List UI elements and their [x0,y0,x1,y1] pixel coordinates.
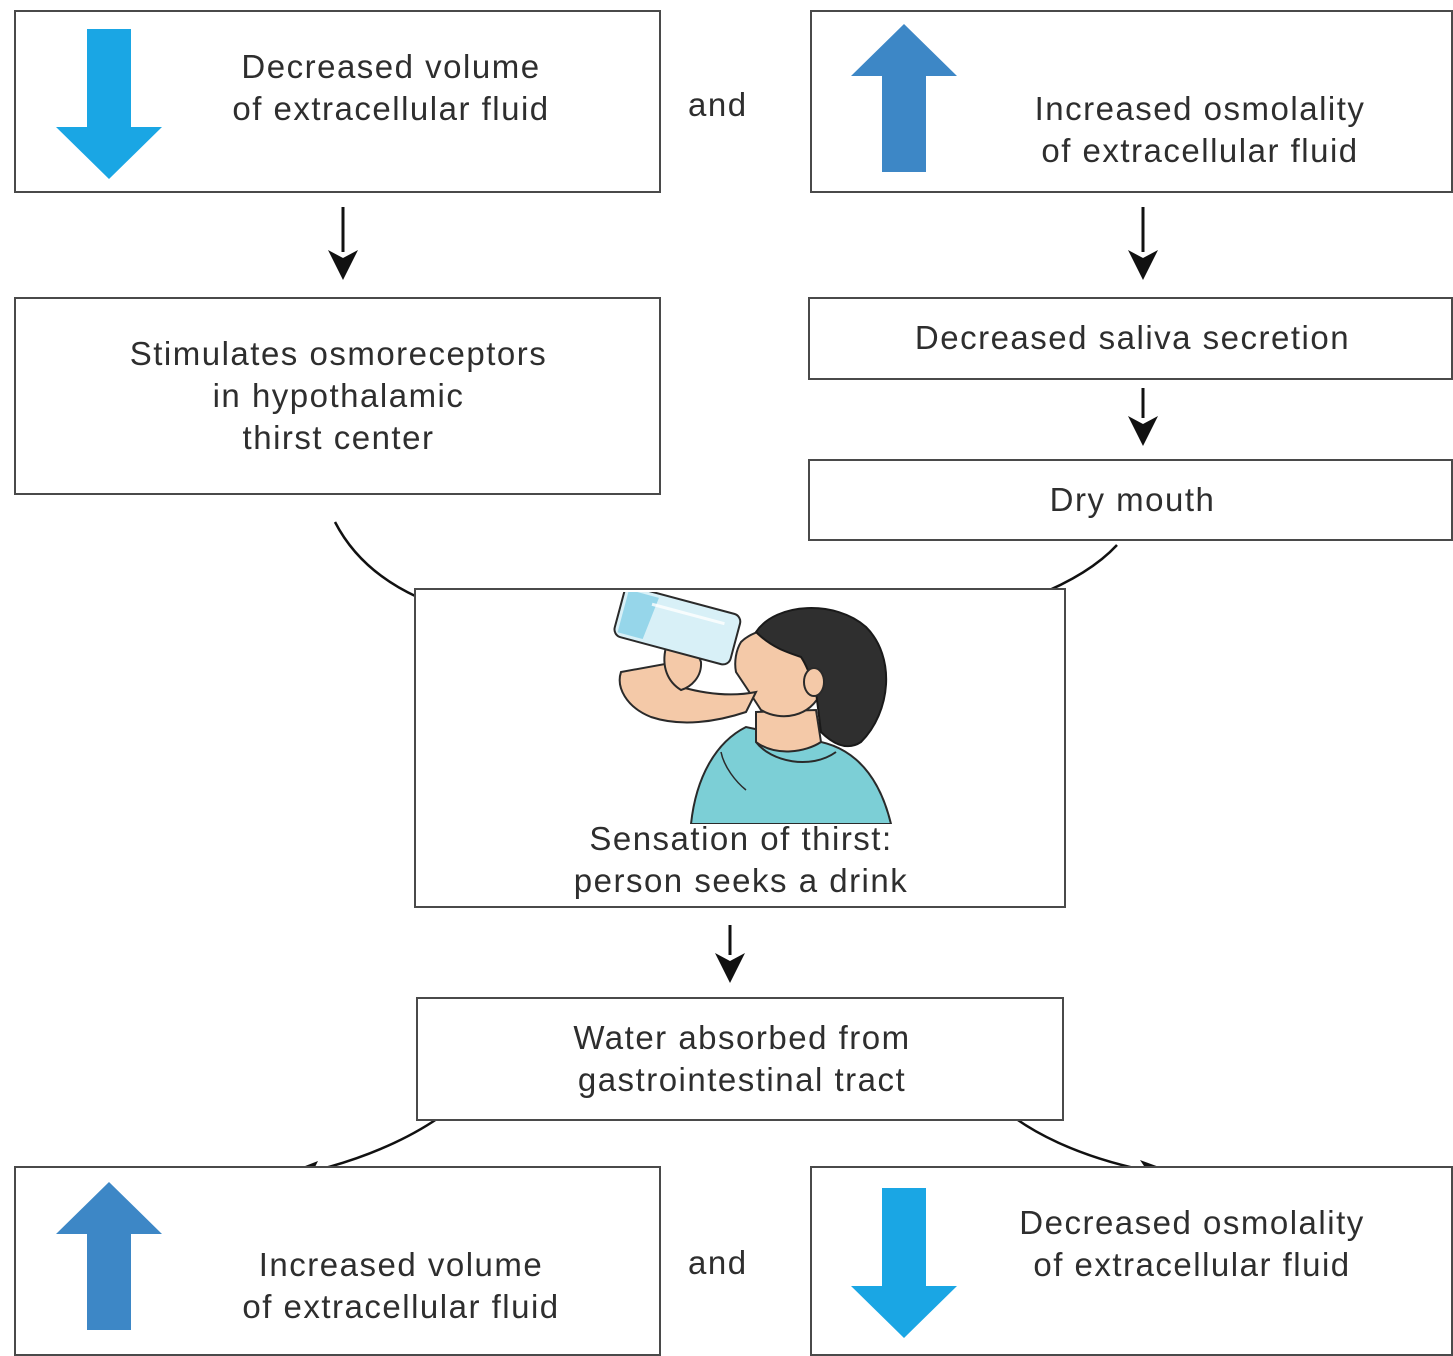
down-connector-right [1128,207,1158,280]
and-label-top: and [688,86,748,123]
box-sensation-of-thirst: Sensation of thirst: person seeks a drin… [414,588,1066,908]
box-dry-mouth: Dry mouth [808,459,1453,541]
water-absorbed-label: Water absorbed from gastrointestinal tra… [573,1019,911,1098]
down-connector-left [328,207,358,280]
box-increased-volume: Increased volume of extracellular fluid [14,1166,661,1356]
increased-osmolality-label: Increased osmolality of extracellular fl… [1034,90,1366,169]
box-osmoreceptors: Stimulates osmoreceptors in hypothalamic… [14,297,661,495]
box-decreased-osmolality: Decreased osmolality of extracellular fl… [810,1166,1453,1356]
increased-volume-label: Increased volume of extracellular fluid [242,1246,560,1325]
down-connector-saliva-drymouth [1128,388,1158,446]
decreased-osmolality-label: Decreased osmolality of extracellular fl… [1019,1204,1365,1283]
person-drinking-icon [613,592,893,824]
decreased-volume-label: Decreased volume of extracellular fluid [232,48,550,127]
down-arrow-icon [851,1188,957,1338]
up-arrow-icon [851,24,957,172]
dry-mouth-label: Dry mouth [1049,481,1216,518]
thirst-label: Sensation of thirst: person seeks a drin… [573,820,909,899]
saliva-label: Decreased saliva secretion [914,319,1351,356]
box-decreased-volume: Decreased volume of extracellular fluid [14,10,661,193]
box-increased-osmolality: Increased osmolality of extracellular fl… [810,10,1453,193]
box-decreased-saliva: Decreased saliva secretion [808,297,1453,380]
and-label-bottom: and [688,1244,748,1281]
osmoreceptors-label: Stimulates osmoreceptors in hypothalamic… [129,335,548,456]
box-water-absorbed: Water absorbed from gastrointestinal tra… [416,997,1064,1121]
down-connector-thirst-absorption [715,925,745,983]
down-arrow-icon [56,29,162,179]
up-arrow-icon [56,1182,162,1330]
